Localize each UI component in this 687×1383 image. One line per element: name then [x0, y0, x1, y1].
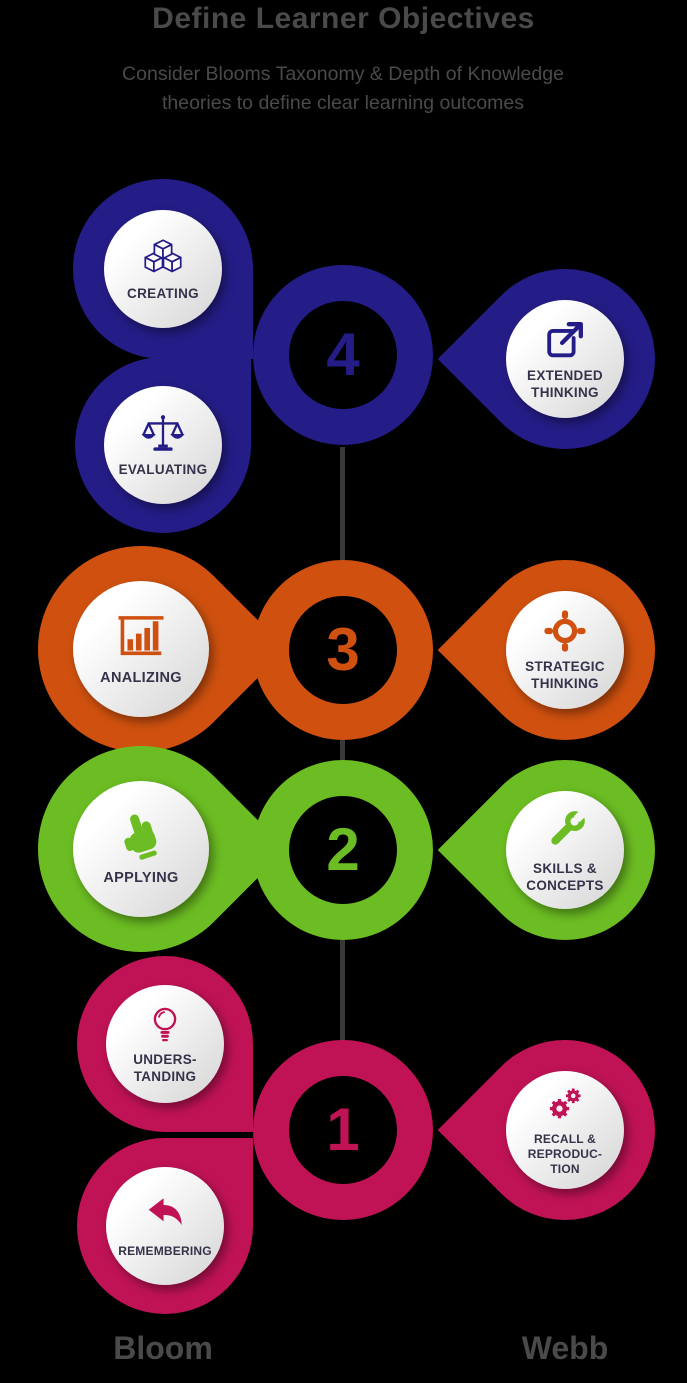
page-title: Define Learner Objectives [152, 2, 535, 35]
level-number: 2 [326, 816, 360, 883]
bloom-creating-pin: CREATING [73, 179, 253, 359]
page-subtitle: Consider Blooms Taxonomy & Depth of Know… [122, 63, 564, 115]
crosshair-icon [544, 610, 586, 652]
connector-line-4-3 [340, 447, 345, 563]
connector-line-3-2 [340, 738, 345, 764]
pin-label: ANALIZING [100, 670, 182, 687]
level-2-hole: 2 [289, 796, 397, 904]
lightbulb-icon [153, 1007, 177, 1041]
bloom-creating-circle: CREATING [104, 210, 222, 328]
bloom-remembering-circle: REMEMBERING [106, 1167, 224, 1285]
bloom-column-label: Bloom [113, 1330, 213, 1366]
bloom-analizing-pin: ANALIZING [0, 503, 287, 795]
level-1-hole: 1 [289, 1076, 397, 1184]
external-link-icon [547, 321, 583, 357]
level-2-node: 2 [253, 760, 433, 940]
pin-label: EXTENDED THINKING [527, 367, 603, 400]
pin-label: REMEMBERING [118, 1244, 212, 1258]
bloom-applying-circle: APPLYING [73, 781, 209, 917]
pin-label: CREATING [127, 286, 199, 302]
pin-label: RECALL & REPRODUC- TION [527, 1132, 603, 1176]
webb-strategic-thinking-pin: STRATEGIC THINKING [437, 522, 687, 778]
connector-line-2-1 [340, 938, 345, 1042]
bar-chart-icon [118, 616, 164, 656]
level-3-node: 3 [253, 560, 433, 740]
bloom-applying-pin: APPLYING [0, 703, 287, 995]
pin-label: STRATEGIC THINKING [525, 658, 605, 691]
level-number: 1 [326, 1096, 360, 1163]
webb-skills-concepts-pin: SKILLS & CONCEPTS [437, 722, 687, 978]
pointing-hand-icon [124, 814, 157, 861]
pin-label: SKILLS & CONCEPTS [526, 860, 604, 893]
bloom-evaluating-pin: EVALUATING [75, 357, 251, 533]
level-1-node: 1 [253, 1040, 433, 1220]
level-4-hole: 4 [289, 301, 397, 409]
webb-extended-thinking-circle: EXTENDED THINKING [506, 300, 624, 418]
webb-recall-reproduction-circle: RECALL & REPRODUC- TION [506, 1071, 624, 1189]
level-4-node: 4 [253, 265, 433, 445]
wrench-icon [551, 810, 585, 845]
level-3-hole: 3 [289, 596, 397, 704]
webb-strategic-thinking-circle: STRATEGIC THINKING [506, 591, 624, 709]
level-number: 4 [326, 321, 360, 388]
scales-icon [141, 415, 185, 451]
level-number: 3 [326, 616, 360, 683]
webb-column-label: Webb [521, 1330, 609, 1366]
pin-label: APPLYING [103, 870, 179, 887]
bloom-evaluating-circle: EVALUATING [104, 386, 222, 504]
undo-arrow-icon [148, 1198, 182, 1226]
gears-icon [549, 1088, 581, 1119]
webb-recall-reproduction-pin: RECALL & REPRODUC- TION [437, 1002, 687, 1258]
bloom-remembering-pin: REMEMBERING [77, 1138, 253, 1314]
pin-label: EVALUATING [118, 462, 208, 478]
webb-extended-thinking-pin: EXTENDED THINKING [437, 231, 687, 487]
bloom-analizing-circle: ANALIZING [73, 581, 209, 717]
bloom-understanding-pin: UNDERS- TANDING [77, 956, 253, 1132]
webb-skills-concepts-circle: SKILLS & CONCEPTS [506, 791, 624, 909]
pin-label: UNDERS- TANDING [133, 1051, 197, 1084]
bloom-understanding-circle: UNDERS- TANDING [106, 985, 224, 1103]
cubes-icon [144, 239, 182, 273]
